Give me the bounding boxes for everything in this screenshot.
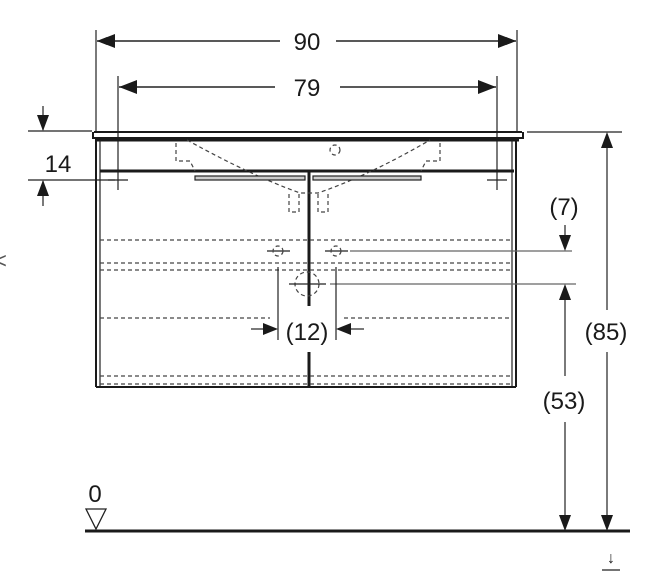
dimension-total-height-85: (85) [527, 131, 628, 531]
floor-level: 0 [84, 481, 630, 533]
valve-spacing-label: (12) [286, 319, 329, 346]
dimension-drain-height-53: (53) [543, 284, 586, 531]
width-label: 90 [294, 29, 321, 56]
total-height-label: (85) [585, 319, 628, 346]
dimension-valve-spacing-12: (12) [251, 267, 364, 346]
dimension-drain-offset-7: (7) [549, 194, 579, 251]
drain-offset-label: (7) [549, 194, 578, 221]
level-triangle-icon [84, 508, 108, 531]
vanity-cabinet [92, 131, 524, 388]
washbasin-hidden-outline [175, 139, 441, 213]
hole-spacing-label: 79 [294, 75, 321, 102]
valve-connections [267, 245, 576, 297]
down-arrow-icon: ↓ [607, 550, 615, 567]
floor-level-label: 0 [88, 481, 101, 508]
dimension-width-90: 90 [95, 29, 518, 132]
drawer-lines [100, 239, 512, 385]
top-offset-label: 14 [45, 151, 72, 178]
dimension-top-offset-14: 14 [28, 106, 115, 206]
left-chevron-icon: < [0, 248, 7, 273]
drain-height-label: (53) [543, 388, 586, 415]
